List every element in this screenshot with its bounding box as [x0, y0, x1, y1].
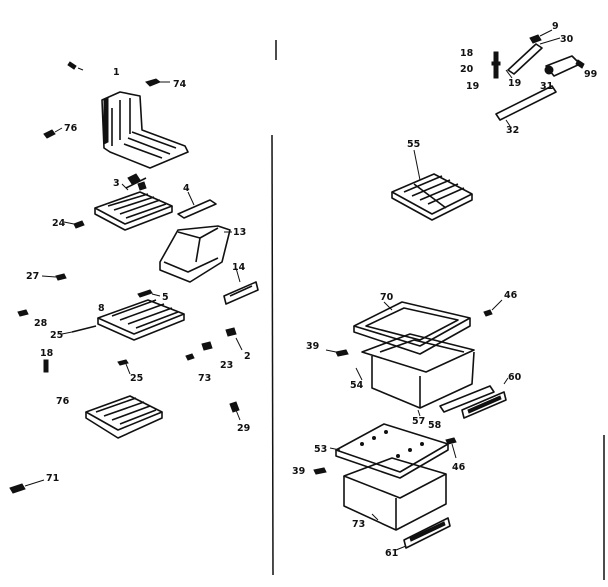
part-label: 19 [466, 81, 479, 92]
part-label: 53 [314, 444, 327, 455]
part-label: 55 [407, 139, 420, 150]
shelf-part-55 [391, 173, 473, 221]
part-label: 73 [198, 373, 211, 384]
part-label: 71 [46, 473, 59, 484]
part-label: 13 [233, 227, 246, 238]
crisper-cover-part-70 [353, 301, 471, 355]
part-label: 8 [98, 303, 105, 314]
part-label: 39 [292, 466, 305, 477]
pin-part [145, 78, 162, 87]
strip-part [117, 359, 129, 366]
part-label: 46 [504, 290, 518, 301]
part-label: 46 [452, 462, 466, 473]
tube-part-32 [495, 85, 557, 121]
screw-part [9, 483, 26, 494]
part-label: 32 [506, 125, 519, 136]
part-label: 2 [244, 351, 251, 362]
part-label: 57 [412, 416, 425, 427]
part-label: 5 [162, 292, 169, 303]
shelf-part-76-lower [85, 395, 163, 439]
part-label: 70 [380, 292, 394, 303]
part-label: 14 [232, 262, 246, 273]
part-label: 54 [350, 380, 364, 391]
bracket-part-5 [137, 289, 153, 298]
part-label: 19 [508, 78, 521, 89]
clip-part-39 [335, 349, 349, 357]
part-label: 39 [306, 341, 319, 352]
screw-part [67, 61, 77, 70]
part-label: 18 [460, 48, 474, 59]
part-label: 30 [560, 34, 574, 45]
part-label: 25 [130, 373, 143, 384]
part-label: 58 [428, 420, 442, 431]
part-label: 61 [385, 548, 398, 559]
part-label: 20 [460, 64, 474, 75]
part-label: 29 [237, 423, 250, 434]
part-label: 9 [552, 21, 559, 32]
part-label: 31 [540, 81, 553, 92]
part-label: 60 [508, 372, 522, 383]
screw-part [445, 437, 457, 445]
screw-part [483, 309, 493, 317]
screw-part [55, 273, 67, 281]
part-label: 4 [183, 183, 190, 194]
part-label: 99 [584, 69, 597, 80]
center-divider [271, 134, 274, 576]
part-label: 18 [40, 348, 54, 359]
drawer-front-part-60 [461, 391, 507, 419]
screw-part [17, 309, 29, 317]
part-label: 1 [113, 67, 120, 78]
part-label: 76 [64, 123, 78, 134]
trim-strip-part [177, 199, 217, 219]
part-label: 3 [113, 178, 120, 189]
part-label: 25 [50, 330, 63, 341]
clip-part [73, 220, 85, 229]
drawer-front-part-61 [403, 517, 451, 549]
shelf-frame-part-1 [101, 91, 189, 169]
strip-part [71, 325, 97, 333]
shelf-part-8 [97, 299, 185, 341]
trim-part-14 [223, 281, 259, 305]
crisper-drawer-part-57 [361, 333, 475, 409]
part-label: 27 [26, 271, 39, 282]
hinge-part-23 [201, 341, 213, 351]
part-label: 24 [52, 218, 66, 229]
screw-part [229, 401, 240, 413]
shelf-part-3 [94, 173, 173, 231]
part-label: 73 [352, 519, 365, 530]
screw-part [43, 129, 56, 139]
part-label: 74 [173, 79, 187, 90]
crisper-drawer-part-73 [343, 457, 447, 531]
trim-strip-part-58 [439, 385, 495, 413]
clip-part-73 [185, 353, 195, 361]
pin-part [43, 359, 49, 373]
part-label: 76 [56, 396, 70, 407]
bracket-part-2 [225, 327, 237, 337]
part-label: 28 [34, 318, 48, 329]
part-label: 23 [220, 360, 233, 371]
clip-part-39 [313, 467, 327, 475]
bin-part-13 [159, 225, 231, 283]
hinge-assembly [491, 34, 585, 79]
